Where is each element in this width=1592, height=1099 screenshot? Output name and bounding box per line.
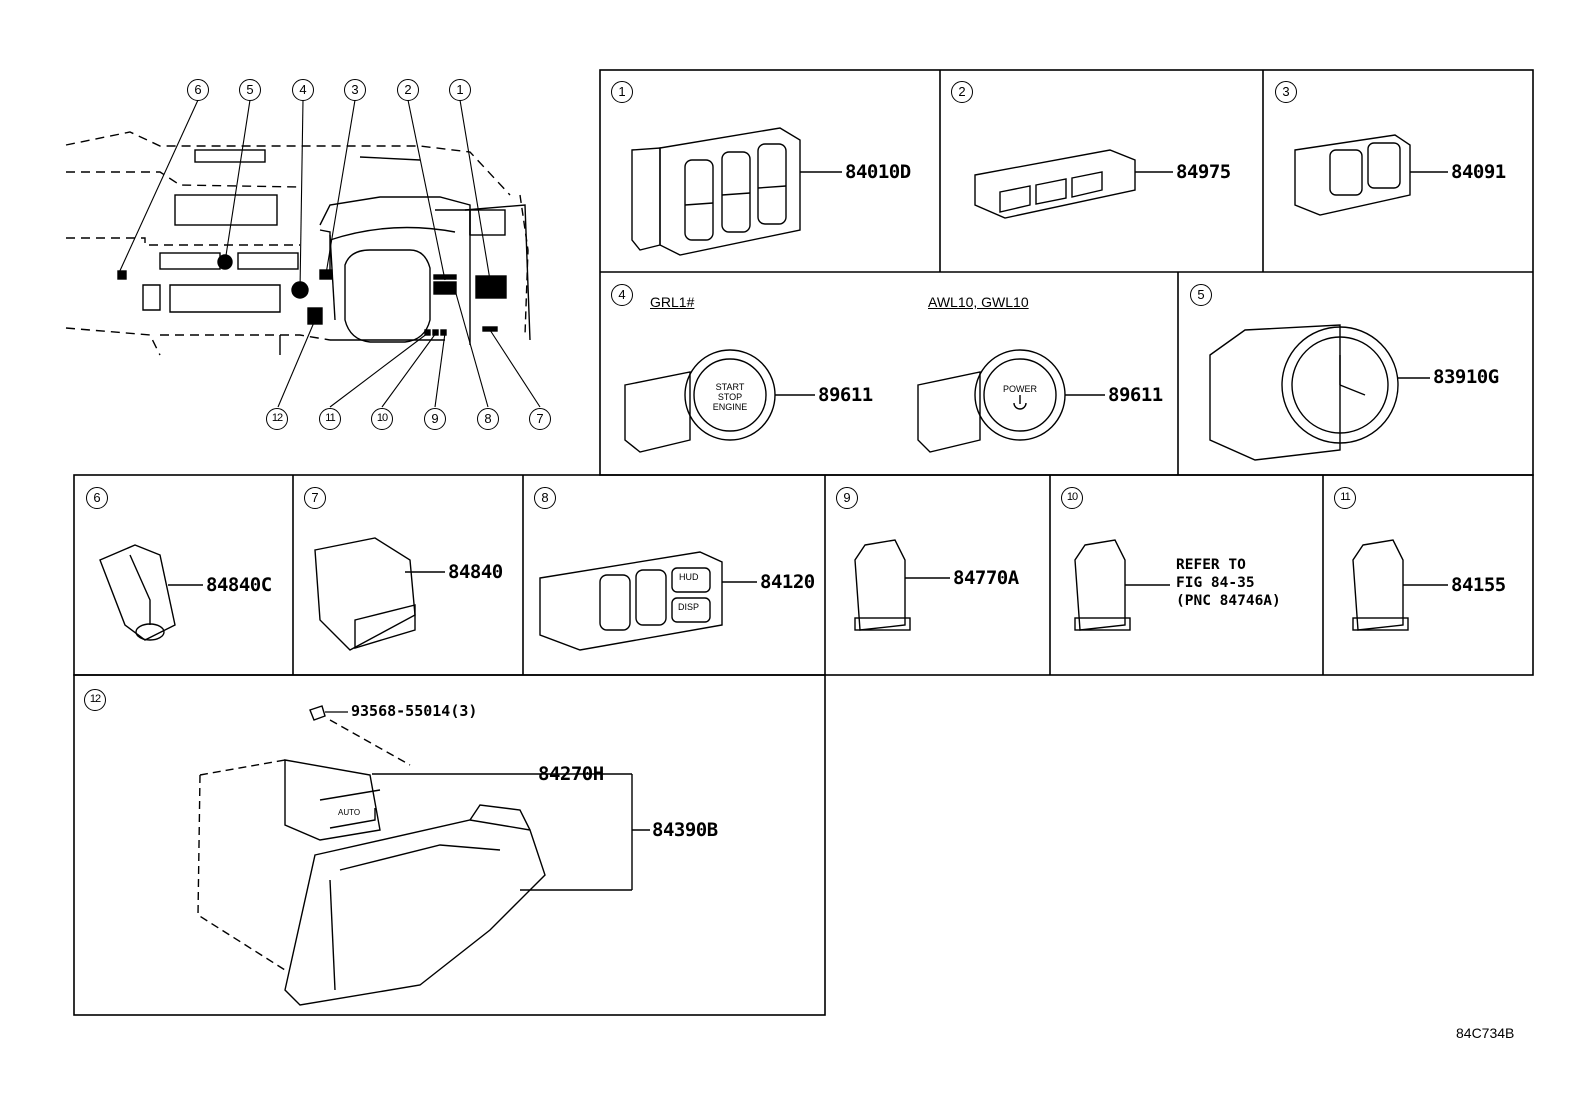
overview-callout-9: 9 [424,408,446,430]
panel-11-number: 11 [1334,487,1356,509]
overview-callout-7: 7 [529,408,551,430]
switch-84010D-drawing [631,127,842,256]
part-number-84091[interactable]: 84091 [1451,161,1506,183]
part-number-89611-awl10[interactable]: 89611 [1108,384,1163,406]
auto-switch-label: AUTO [338,808,361,817]
part-number-83910G[interactable]: 83910G [1433,366,1499,388]
overview-callout-3: 3 [344,79,366,101]
overview-callout-6: 6 [187,79,209,101]
switch-84975-drawing [974,149,1173,219]
overview-callout-10: 10 [371,408,393,430]
panel-2-number: 2 [951,81,973,103]
part-number-84120[interactable]: 84120 [760,571,815,593]
panel-3-number: 3 [1275,81,1297,103]
panel-frame-bottom [73,674,826,1016]
switch-84840C-drawing [99,544,203,641]
panel-7-number: 7 [304,487,326,509]
switch-84091-drawing [1294,134,1448,216]
part-number-89611-grl1[interactable]: 89611 [818,384,873,406]
power-button-text: POWER [1002,384,1037,394]
panel-9-number: 9 [836,487,858,509]
part-number-84010D[interactable]: 84010D [845,161,911,183]
hud-button-label: HUD [679,572,699,582]
overview-callout-11: 11 [319,408,341,430]
panel-1-number: 1 [611,81,633,103]
part-number-84155[interactable]: 84155 [1451,574,1506,596]
panel-8-number: 8 [534,487,556,509]
figure-code: 84C734B [1456,1025,1515,1041]
overview-callout-1: 1 [449,79,471,101]
refer-to-fig-note: REFER TO FIG 84-35 (PNC 84746A) [1176,557,1281,609]
part-number-84770A[interactable]: 84770A [953,567,1019,589]
overview-callout-2: 2 [397,79,419,101]
start-stop-button-drawing [624,349,815,453]
part-number-84840C[interactable]: 84840C [206,574,272,596]
variant-label-awl10-gwl10: AWL10, GWL10 [928,294,1029,310]
part-number-84390B[interactable]: 84390B [652,819,718,841]
glove-box-assembly-drawing [197,705,650,1006]
power-button-drawing [917,349,1105,453]
start-stop-button-text: START STOP ENGINE [712,382,748,412]
overview-callout-12: 12 [266,408,288,430]
part-number-84975[interactable]: 84975 [1176,161,1231,183]
panel-10-number: 10 [1061,487,1083,509]
disp-button-label: DISP [678,602,700,612]
clock-83910G-drawing [1209,324,1430,461]
switch-84155-drawing [1352,539,1448,631]
overview-callout-8: 8 [477,408,499,430]
switch-84770A-drawing [854,539,950,631]
part-number-84270H[interactable]: 84270H [538,763,604,785]
overview-callout-5: 5 [239,79,261,101]
panel-12-number: 12 [84,689,106,711]
dashboard-overview-drawing [65,131,531,356]
panel-4-number: 4 [611,284,633,306]
variant-label-grl1: GRL1# [650,294,695,310]
part-number-93568-55014[interactable]: 93568-55014(3) [351,702,478,720]
switch-84120-drawing [539,551,757,651]
panel-6-number: 6 [86,487,108,509]
part-number-84840[interactable]: 84840 [448,561,503,583]
overview-callout-4: 4 [292,79,314,101]
switch-84746A-drawing [1074,539,1170,631]
panel-5-number: 5 [1190,284,1212,306]
switch-84840-drawing [314,537,445,651]
